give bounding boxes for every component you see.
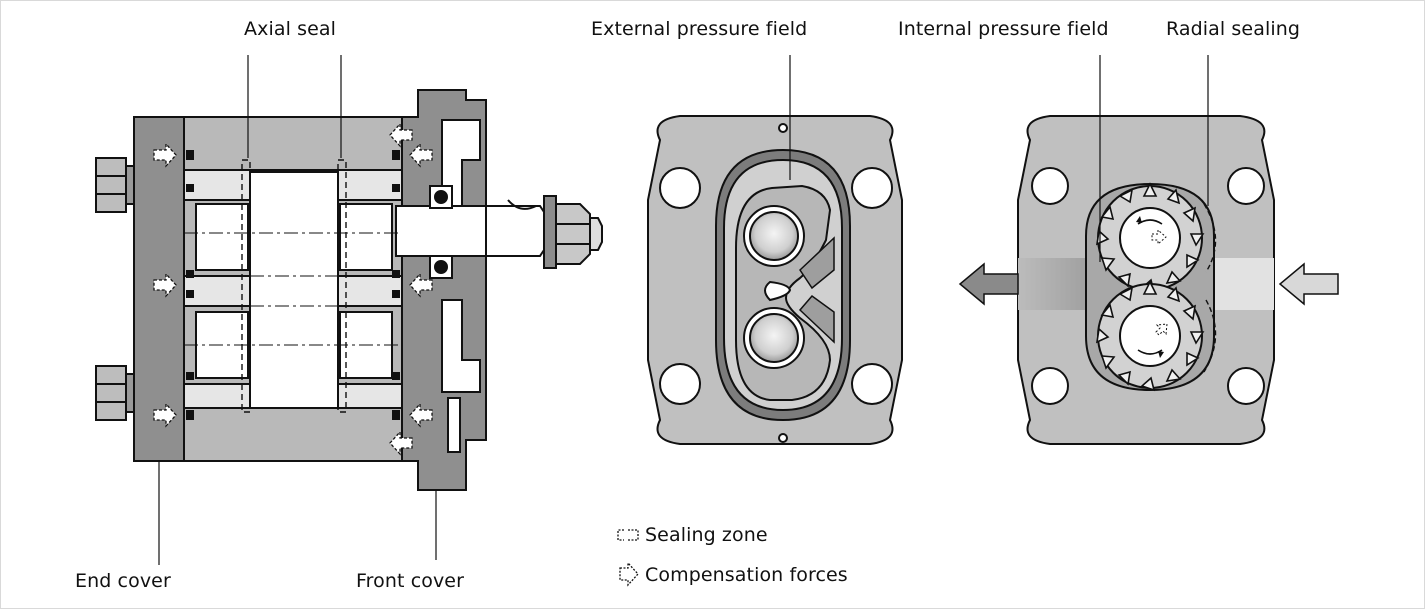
compensation-force-arrows <box>153 122 433 456</box>
compensation-force-icon <box>409 402 433 428</box>
legend-sealing-zone-label: Sealing zone <box>645 524 768 546</box>
bolt-hole <box>1031 167 1069 205</box>
bolt-hole <box>1227 367 1265 405</box>
drive-shaft <box>395 205 497 257</box>
bolt-hole <box>1227 167 1265 205</box>
legend-compensation-forces-label: Compensation forces <box>645 564 848 586</box>
external-pressure-field-label: External pressure field <box>591 18 808 40</box>
flow-in-arrow-icon <box>1278 262 1339 306</box>
legend-icons <box>617 529 639 587</box>
front-cover-label: Front cover <box>356 570 465 592</box>
sealing-zone-icon <box>617 529 639 541</box>
gear-bottom <box>1095 280 1205 392</box>
bolt-hole <box>851 167 893 209</box>
gear-block <box>249 171 339 409</box>
end-cover-label: End cover <box>75 570 171 592</box>
gear-section-top-left <box>195 203 249 271</box>
flow-out-arrow-icon <box>958 262 1019 306</box>
radial-sealing-label: Radial sealing <box>1166 18 1301 40</box>
compensation-force-icon <box>389 430 413 456</box>
bolt-hole <box>851 363 893 405</box>
compensation-force-icon <box>153 272 177 298</box>
shaft-bottom <box>749 313 799 363</box>
bolt-hole <box>659 363 701 405</box>
axial-seal-label: Axial seal <box>244 18 336 40</box>
leader-lines-right <box>1099 55 1209 262</box>
radial-sealing-zone <box>1203 203 1217 273</box>
rotation-arrow-icon <box>1137 349 1163 355</box>
shaft-nut <box>555 203 591 265</box>
hex-nut-top <box>95 157 127 213</box>
compensation-force-icon <box>389 122 413 148</box>
shaft-top <box>749 211 799 261</box>
housing-gear-view <box>1017 115 1275 445</box>
internal-pressure-field-label: Internal pressure field <box>898 18 1109 40</box>
compensation-force-icon <box>409 142 433 168</box>
end-plate-view <box>647 115 903 445</box>
pressure-channel <box>1018 258 1098 310</box>
compensation-force-icon <box>619 561 639 587</box>
compensation-force-icon <box>153 402 177 428</box>
hex-nut-bottom <box>95 365 127 421</box>
axial-seal-zones <box>241 159 347 413</box>
bolt-hole <box>1031 367 1069 405</box>
rotation-arrow-icon <box>1137 219 1163 225</box>
bolt-hole <box>659 167 701 209</box>
gear-top <box>1095 182 1205 294</box>
gear-section-top-right <box>339 203 393 271</box>
compensation-force-icon <box>153 142 177 168</box>
leader-lines-left <box>158 55 437 565</box>
compensation-force-icon <box>409 272 433 298</box>
